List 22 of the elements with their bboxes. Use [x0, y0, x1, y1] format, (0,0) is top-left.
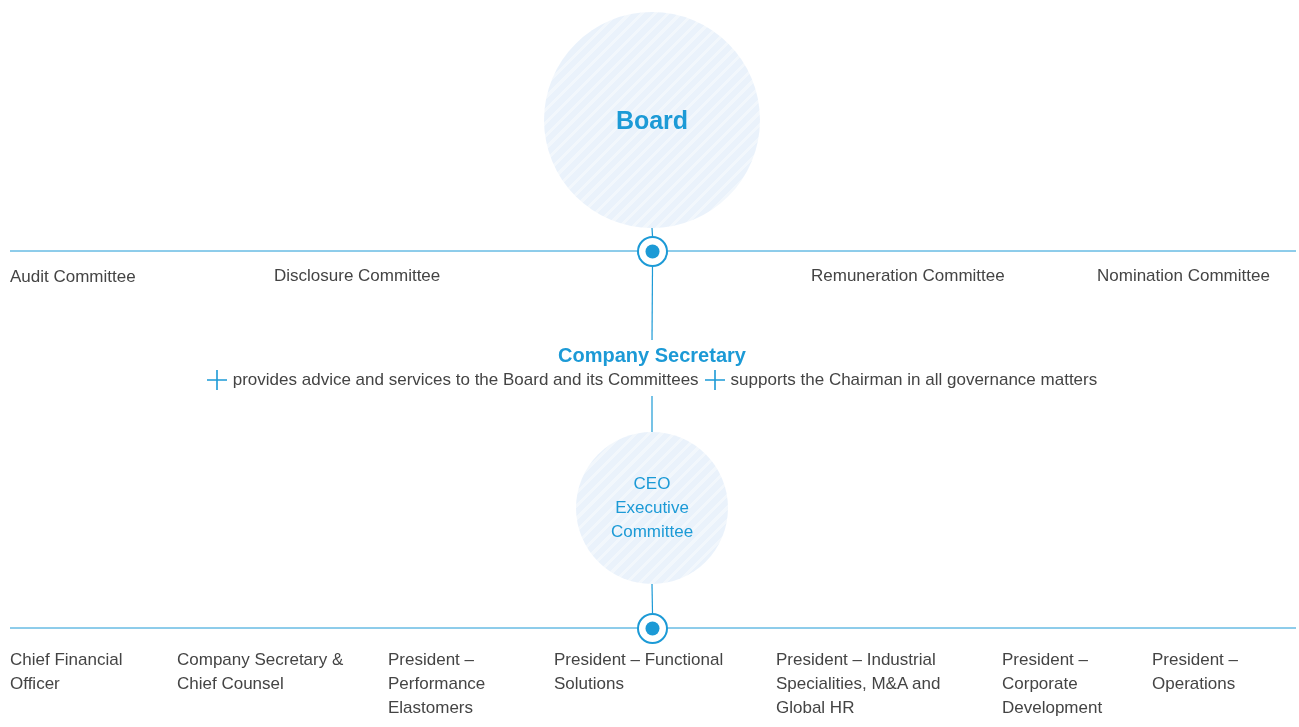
- node-title: CEO Executive Committee: [609, 473, 695, 543]
- committee-label: Audit Committee: [10, 266, 136, 288]
- role-label: President – Industrial Specialities, M&A and Global HR: [776, 649, 942, 719]
- node-title: Board: [615, 105, 689, 135]
- committee-label: Disclosure Committee: [274, 265, 441, 287]
- bullet-text: supports the Chairman in all governance matters: [730, 369, 1098, 391]
- role-label: Chief Financial Officer: [10, 649, 124, 695]
- connector-line: [651, 395, 653, 433]
- connector-line: [651, 583, 654, 614]
- junction-dot: [637, 236, 668, 267]
- role-label: President – Corporate Development: [1002, 649, 1104, 719]
- connector-line: [651, 266, 654, 341]
- committee-label: Nomination Committee: [1097, 265, 1270, 287]
- role-label: President – Functional Solutions: [554, 649, 725, 695]
- committee-label: Remuneration Committee: [811, 265, 1005, 287]
- role-label: President – Operations: [1152, 649, 1239, 695]
- node-title: Company Secretary: [557, 343, 747, 368]
- role-label: Company Secretary & Chief Counsel: [177, 649, 345, 695]
- junction-dot: [637, 613, 668, 644]
- bullet-text: provides advice and services to the Board and its Committees: [232, 369, 699, 391]
- role-label: President – Performance Elastomers: [388, 649, 487, 719]
- connector-line: [651, 227, 654, 237]
